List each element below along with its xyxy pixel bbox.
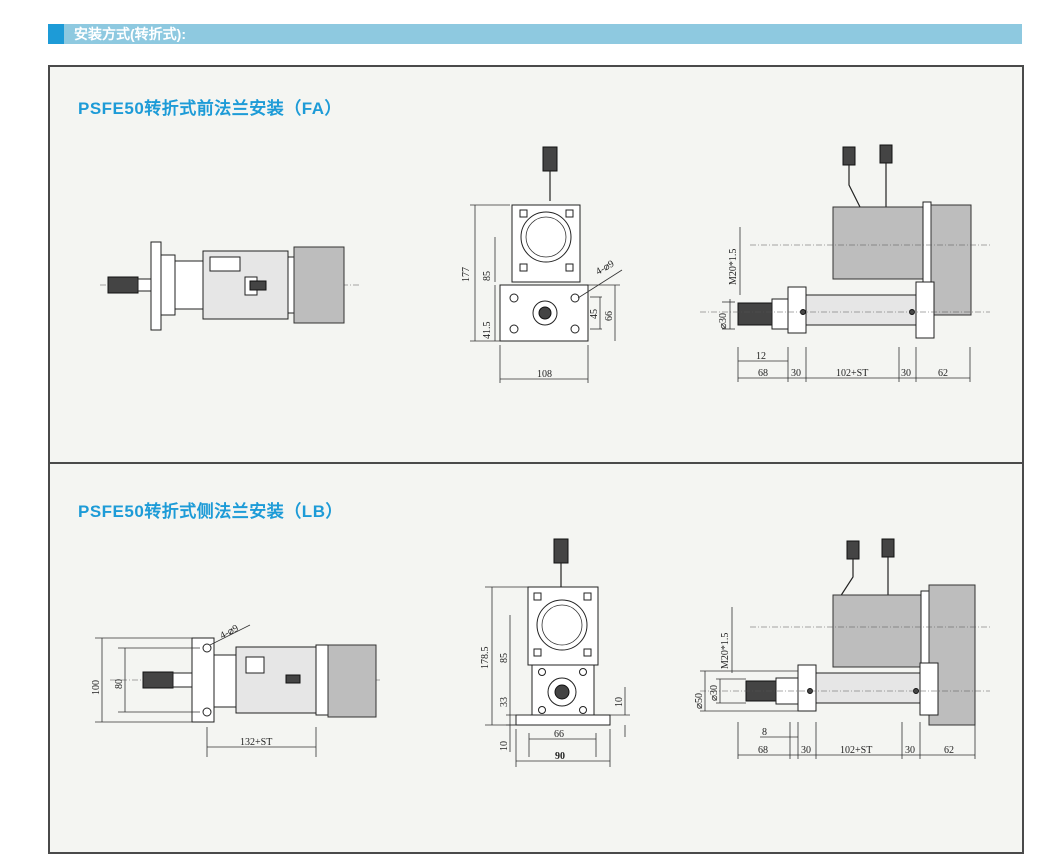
fa-dim-41-5: 41.5 (482, 322, 493, 340)
fa-dim-12: 12 (756, 351, 766, 362)
fa-dim-108: 108 (537, 369, 552, 380)
lb-dim-thread: M20*1.5 (720, 633, 731, 669)
fa-dim-30a: 30 (791, 368, 801, 379)
fa-dim-62: 62 (938, 368, 948, 379)
section-divider (50, 462, 1022, 464)
lb-dim-10-right: 10 (614, 697, 625, 707)
section-title-lb: PSFE50转折式侧法兰安装（LB） (78, 502, 343, 521)
fa-dim-85: 85 (482, 271, 493, 281)
header-title: 安装方式(转折式): (74, 26, 186, 42)
lb-dim-85: 85 (499, 653, 510, 663)
lb-dim-66: 66 (554, 729, 564, 740)
header-accent-block (48, 24, 64, 44)
fa-dim-holes: 4-⌀9 (594, 258, 616, 277)
lb-dim-holes: 4-⌀9 (218, 623, 240, 642)
fa-top-view: ⌀30 M20*1.5 12 68 30 102+ST 30 62 (700, 144, 990, 382)
lb-front-view: 178.5 85 33 10 10 66 90 (480, 538, 630, 767)
fa-dim-177: 177 (461, 267, 472, 282)
fa-dim-66: 66 (604, 311, 615, 321)
drawing-frame: PSFE50转折式前法兰安装（FA） PSFE50转折式侧法兰安装（LB） (48, 65, 1024, 854)
lb-dim-30b: 30 (905, 745, 915, 756)
lb-dim-100: 100 (91, 680, 102, 695)
fa-dim-68: 68 (758, 368, 768, 379)
fa-dim-102: 102+ST (836, 368, 868, 379)
fa-side-view (100, 241, 360, 331)
lb-dim-33: 33 (499, 697, 510, 707)
section-header-bar (48, 24, 1022, 44)
lb-dim-body: ⌀50 (694, 693, 705, 709)
fa-dim-30b: 30 (901, 368, 911, 379)
lb-dim-10-left: 10 (499, 741, 510, 751)
lb-side-view: 100 80 132+ST 4-⌀9 (91, 623, 380, 757)
lb-dim-178-5: 178.5 (480, 647, 491, 670)
lb-top-view: ⌀50 ⌀30 M20*1.5 8 68 30 102+ST 30 62 (694, 538, 990, 759)
lb-dim-132: 132+ST (240, 737, 272, 748)
fa-front-view: 177 85 41.5 66 45 108 4-⌀9 (461, 146, 623, 383)
lb-dim-30a: 30 (801, 745, 811, 756)
fa-dim-rod: ⌀30 (718, 313, 729, 329)
lb-dim-68: 68 (758, 745, 768, 756)
fa-dim-thread: M20*1.5 (728, 249, 739, 285)
lb-dim-102: 102+ST (840, 745, 872, 756)
lb-dim-8: 8 (762, 727, 767, 738)
lb-dim-rod: ⌀30 (709, 685, 720, 701)
mounting-drawings: 177 85 41.5 66 45 108 4-⌀9 (91, 144, 990, 767)
section-title-fa: PSFE50转折式前法兰安装（FA） (78, 99, 343, 118)
lb-dim-90: 90 (555, 751, 565, 762)
lb-dim-62: 62 (944, 745, 954, 756)
fa-dim-45: 45 (589, 309, 600, 319)
lb-dim-80: 80 (114, 679, 125, 689)
